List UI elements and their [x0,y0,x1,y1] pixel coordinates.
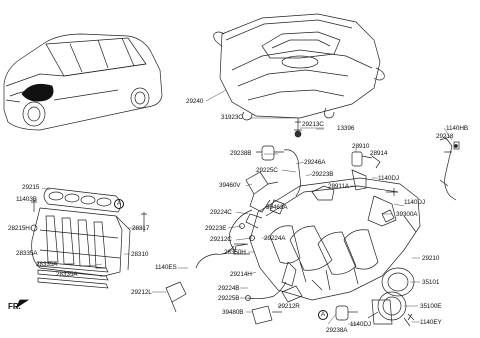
part-label-29210: 29210 [422,255,440,262]
throttle-body-illustration [367,267,415,327]
sensor-illustration [351,151,381,191]
engine-cover-illustration [213,13,385,121]
intake-gasket-illustration [43,187,121,213]
part-label-35100E: 35100E [420,303,442,310]
actuator-illustration [251,305,282,325]
part-label-29238B: 29238B [230,150,252,157]
part-label-29223E: 29223E [205,225,227,232]
reference-circle-a: A [114,199,124,209]
part-label-29224C: 29224C [210,209,232,216]
part-label-28215H: 28215H [8,225,30,232]
hose-illustration [229,209,253,253]
part-label-29246A: 29246A [304,159,326,166]
part-label-39460V: 39460V [219,182,241,189]
part-label-39480B: 39480B [222,309,244,316]
part-label-28310: 28310 [131,251,149,258]
part-label-1140DJ-bottom: 1140DJ [350,321,371,328]
part-label-1140DJ-mid: 1140DJ [404,199,425,206]
reference-circle-a-lower: A [318,310,328,320]
front-arrow-icon [15,299,30,310]
connector-illustration [269,199,285,215]
part-label-29218: 29218 [436,133,454,140]
part-label-29224B: 29224B [218,285,240,292]
part-label-35101: 35101 [422,279,440,286]
part-label-1140HB: 1140HB [446,125,469,132]
part-label-39462A: 39462A [266,204,288,211]
part-label-29238A: 29238A [326,327,348,334]
stud-illustration [141,212,147,232]
part-label-28335A-2: 28335A [36,261,58,268]
part-label-28911A: 28911A [328,183,349,190]
vehicle-illustration [3,33,163,131]
part-label-29225B: 29225B [218,295,240,302]
part-label-11403B: 11403B [16,196,37,203]
bracket-illustration [439,137,460,201]
part-label-1140DJ-top: 1140DJ [378,175,399,182]
part-label-29215: 29215 [22,184,40,191]
purge-valve-illustration [256,145,301,197]
part-label-29212R: 29212R [278,303,300,310]
part-label-28350H: 28350H [224,249,246,256]
gasket-strips-illustration [37,261,109,289]
leader-lines [30,89,453,325]
part-label-31923C: 31923C [221,114,243,121]
bracket-right-illustration [281,285,303,303]
part-label-29223B: 29223B [312,171,334,178]
part-label-1140ES: 1140ES [155,264,177,271]
upper-intake-manifold-illustration [233,177,421,301]
vvt-valve-illustration [245,171,279,213]
part-label-29212C: 29212C [210,236,232,243]
part-label-29225C: 29225C [256,167,278,174]
part-label-29214H: 29214H [230,271,252,278]
part-label-29224A: 29224A [264,235,286,242]
front-direction-label: FR. [8,302,21,311]
part-label-28335A-1: 28335A [16,250,38,257]
bolt-right-illustration [386,188,398,196]
part-label-29240: 29240 [186,98,204,105]
part-label-28317: 28317 [132,225,150,232]
part-label-28335A-3: 28335A [56,271,78,278]
part-label-1140EY: 1140EY [420,319,442,326]
part-label-28910: 28910 [352,143,370,150]
hose-lower-illustration [247,281,287,300]
part-label-39300A: 39300A [396,211,418,218]
bracket-left-illustration [165,245,235,313]
part-label-29213C: 29213C [302,121,324,128]
part-label-29212L: 29212L [131,289,152,296]
bolt-illustration [294,118,302,131]
valve-bottom-illustration [335,305,358,321]
part-label-13396: 13396 [337,125,355,132]
part-label-28914: 28914 [370,150,388,157]
